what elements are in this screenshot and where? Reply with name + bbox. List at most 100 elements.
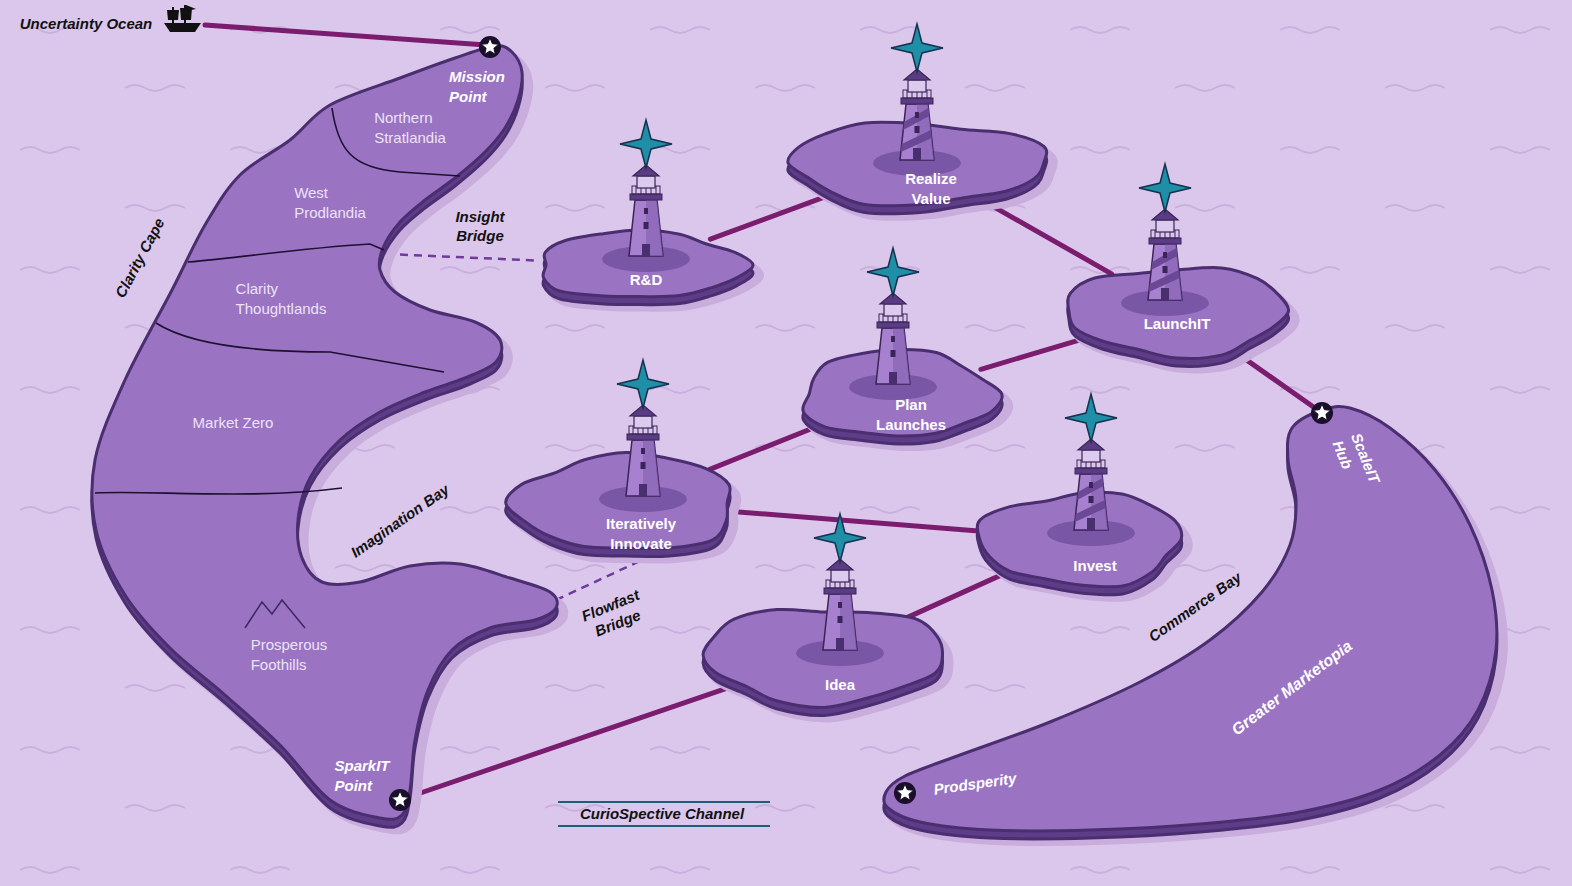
lighthouse-lantern	[637, 176, 655, 188]
lighthouse-window	[641, 462, 646, 469]
waypoint-star	[391, 791, 408, 807]
route-line	[400, 687, 730, 800]
route-line	[739, 512, 979, 531]
region-border	[156, 323, 444, 372]
railing-bar	[633, 426, 634, 434]
lighthouse-icon	[1047, 394, 1135, 546]
land-shape	[78, 40, 568, 832]
lighthouse-window	[641, 448, 645, 454]
lighthouse-lantern	[884, 304, 902, 316]
region-name: Northern Stratlandia	[374, 108, 446, 148]
bridge-label: Insight Bridge	[452, 207, 507, 245]
region-border	[188, 244, 384, 262]
continent-node: Mission PointSparkIT PointNorthern Strat…	[78, 40, 568, 832]
railing-bar	[1101, 460, 1102, 468]
railing-bar	[907, 90, 908, 98]
lighthouse-window	[644, 208, 648, 214]
island-shape	[1050, 256, 1304, 372]
lighthouse-gallery	[1075, 468, 1107, 474]
island-shape	[686, 596, 962, 720]
ship-icon	[164, 5, 201, 32]
railing-bar	[927, 90, 928, 98]
lighthouse-window	[915, 126, 920, 133]
star-ring	[389, 789, 411, 811]
railing-bar	[850, 580, 851, 588]
lighthouse-gallery	[901, 98, 933, 104]
lighthouse-door	[889, 372, 897, 384]
lighthouse-lantern	[1082, 450, 1100, 462]
lighthouse-gallery	[824, 588, 856, 594]
waypoint-star	[1313, 404, 1330, 420]
lighthouse-door	[639, 484, 647, 496]
region-name: West Prodlandia	[294, 183, 366, 223]
railing-bar	[830, 580, 831, 588]
lighthouse-gallery	[630, 194, 662, 200]
route-line	[981, 200, 1111, 274]
waypoint-star	[896, 784, 913, 800]
island-node: Idea	[686, 596, 962, 720]
railing-bar	[1155, 230, 1156, 238]
region-name: Clarity Thoughtlands	[236, 279, 327, 319]
map-label: Uncertainty Ocean	[20, 15, 153, 33]
beacon-star	[620, 120, 672, 168]
region-name: Market Zero	[193, 413, 274, 433]
lighthouse-icon	[1121, 164, 1209, 316]
lighthouse-lantern	[831, 570, 849, 582]
lighthouse-tower	[626, 440, 660, 496]
lighthouse-gallery	[627, 434, 659, 440]
waypoint-star	[481, 38, 498, 54]
region-band: Prosperous Foothills	[249, 633, 330, 677]
bridge-label: Flowfast Bridge	[576, 584, 652, 644]
lighthouse-lantern	[1156, 220, 1174, 232]
lighthouse-icon	[796, 514, 884, 666]
region-band: Market Zero	[191, 411, 276, 435]
map-label: Clarity Cape	[112, 215, 169, 301]
island-node: LaunchIT	[1050, 256, 1304, 372]
lighthouse-window	[1089, 496, 1094, 503]
island-shape	[520, 222, 760, 314]
island-node: Plan Launches	[786, 340, 1010, 454]
land-outline	[92, 46, 557, 820]
railing-bar	[656, 186, 657, 194]
lighthouse-door	[1161, 288, 1169, 300]
land-outline	[884, 406, 1497, 830]
island-shape	[964, 482, 1198, 602]
island-name: Realize Value	[905, 169, 957, 209]
voyage-line	[205, 25, 486, 45]
channel-line	[558, 825, 770, 827]
island-name: LaunchIT	[1144, 314, 1211, 334]
railing-bar	[636, 186, 637, 194]
lighthouse-window	[1089, 482, 1093, 488]
region-band: West Prodlandia	[292, 181, 368, 225]
map-label: Imagination Bay	[347, 480, 452, 561]
island-node: Realize Value	[770, 112, 1064, 220]
island-name: Invest	[1073, 556, 1116, 576]
lighthouse-window	[915, 112, 919, 118]
route-line	[906, 572, 1007, 618]
channel-line	[558, 801, 770, 803]
lighthouse-tower	[1148, 244, 1182, 300]
lighthouse-door	[1087, 518, 1095, 530]
lighthouse-tower	[876, 328, 910, 384]
island-name: R&D	[630, 270, 663, 290]
star-ring	[1311, 402, 1333, 424]
railing-bar	[883, 314, 884, 322]
beacon-star	[814, 514, 866, 562]
island-node: Iteratively Innovate	[498, 444, 754, 568]
island-name: Idea	[825, 675, 855, 695]
island-node: R&D	[520, 222, 760, 314]
bridge-line	[386, 254, 534, 260]
railing-bar	[903, 314, 904, 322]
lighthouse-window	[1163, 252, 1167, 258]
map-label: CurioSpective Channel	[580, 805, 744, 823]
lighthouse-tower	[900, 104, 934, 160]
lighthouse-icon	[873, 24, 961, 176]
lighthouse-tower	[1074, 474, 1108, 530]
route-line	[710, 195, 831, 239]
island-node: Invest	[964, 482, 1198, 602]
lighthouse-tower	[629, 200, 663, 256]
lighthouse-icon	[849, 248, 937, 400]
route-line	[710, 424, 824, 470]
